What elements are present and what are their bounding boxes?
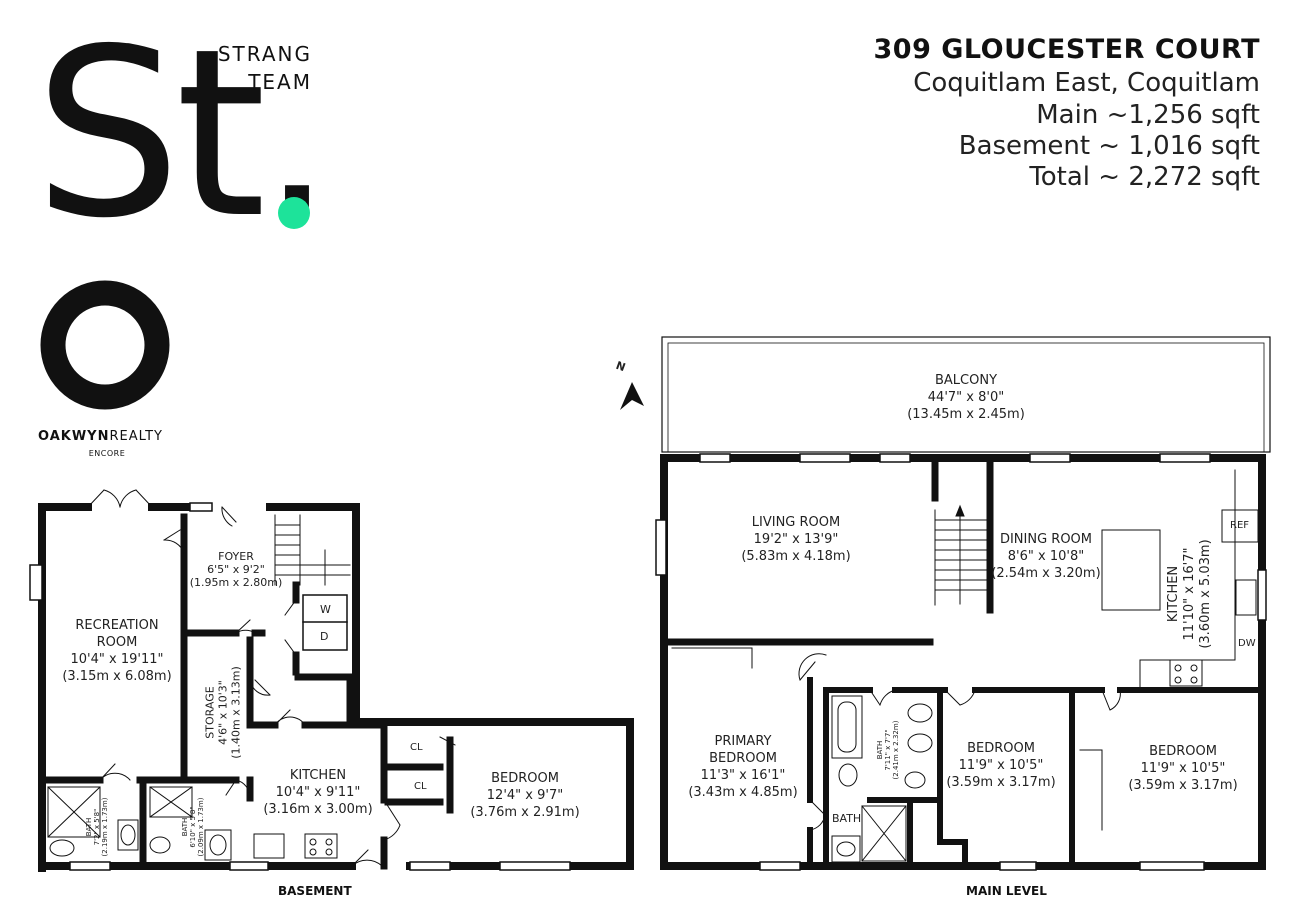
- team-name-line2: TEAM: [248, 70, 312, 94]
- encore-label: ENCORE: [88, 449, 126, 458]
- logo-dot: [278, 197, 310, 229]
- team-name-line1: STRANG: [217, 42, 312, 66]
- oakwyn-word: OAKWYN: [38, 429, 110, 444]
- refrigerator-label: REF: [1230, 520, 1250, 531]
- property-area: Coquitlam East, Coquitlam: [913, 68, 1260, 98]
- closet1-label: CL: [410, 742, 423, 753]
- basement-level-label: BASEMENT: [278, 884, 352, 898]
- bedroom2-label: BEDROOM 11'9" x 10'5" (3.59m x 3.17m): [946, 741, 1056, 790]
- main-sqft: Main ~1,256 sqft: [1036, 100, 1260, 130]
- dining-room-label: DINING ROOM 8'6" x 10'8" (2.54m x 3.20m): [991, 532, 1101, 581]
- bath2-label: BATH 6'10" x 5'8" (2.09m x 1.73m): [181, 797, 205, 857]
- closet2-label: CL: [414, 781, 427, 792]
- main-level-plan: [655, 336, 1271, 871]
- foyer-label: FOYER 6'5" x 9'2" (1.95m x 2.80m): [189, 550, 283, 589]
- recreation-room-label: RECREATION ROOM 10'4" x 19'11" (3.15m x …: [62, 618, 172, 684]
- bath-label: BATH: [832, 812, 862, 825]
- north-arrow-icon: [620, 382, 644, 410]
- balcony-label: BALCONY 44'7" x 8'0" (13.45m x 2.45m): [907, 373, 1025, 422]
- bath1-label: BATH 7'2" x 5'8" (2.19m x 1.73m): [85, 797, 109, 857]
- logo-o: [40, 280, 170, 410]
- dishwasher-label: DW: [1238, 638, 1256, 649]
- dryer-label: D: [320, 630, 329, 643]
- primary-bedroom-label: PRIMARY BEDROOM 11'3" x 16'1" (3.43m x 4…: [688, 734, 798, 800]
- bedroom3-label: BEDROOM 11'9" x 10'5" (3.59m x 3.17m): [1128, 744, 1238, 793]
- ensuite-bath-label: BATH 7'11" x 7'7" (2.41m x 2.32m): [876, 720, 900, 780]
- basement-kitchen-label: KITCHEN 10'4" x 9'11" (3.16m x 3.00m): [263, 768, 373, 817]
- basement-plan: [29, 489, 634, 872]
- living-room-label: LIVING ROOM 19'2" x 13'9" (5.83m x 4.18m…: [741, 515, 851, 564]
- storage-label: STORAGE 4'6" x 10'3" (1.40m x 3.13m): [203, 666, 243, 759]
- basement-bedroom-label: BEDROOM 12'4" x 9'7" (3.76m x 2.91m): [470, 771, 580, 820]
- basement-sqft: Basement ~ 1,016 sqft: [958, 131, 1260, 161]
- washer-label: W: [320, 603, 331, 616]
- main-level-label: MAIN LEVEL: [966, 884, 1047, 898]
- total-sqft: Total ~ 2,272 sqft: [1029, 162, 1260, 192]
- property-address: 309 GLOUCESTER COURT: [873, 34, 1260, 65]
- main-kitchen-label: KITCHEN 11'10" x 16'7" (3.60m x 5.03m): [1166, 539, 1213, 649]
- realty-word: REALTY: [109, 429, 163, 444]
- oakwyn-logo: OAKWYNREALTY: [38, 429, 163, 444]
